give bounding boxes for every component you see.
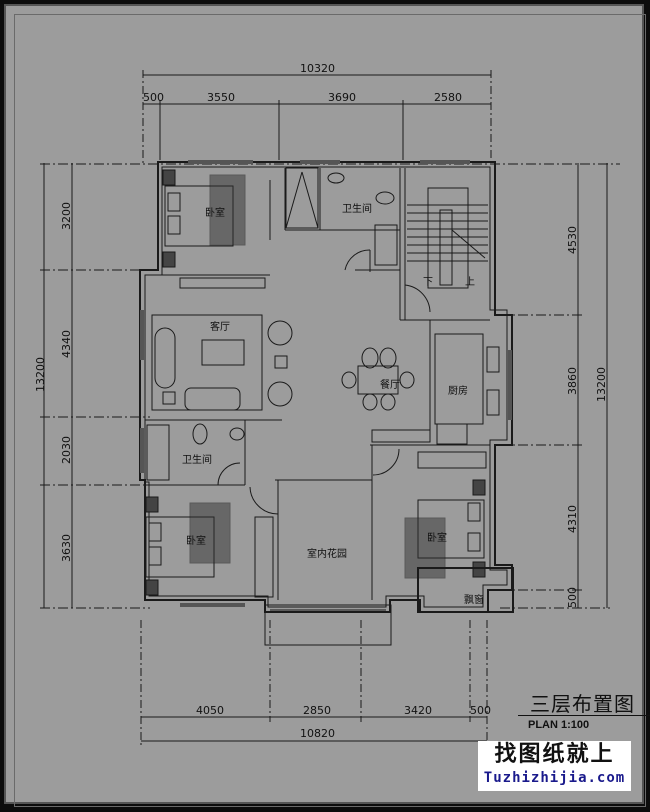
bed-se: [404, 479, 486, 579]
dim-left-1: 3200: [60, 202, 73, 230]
dim-bottom-3: 3420: [404, 704, 432, 717]
stair-down-label: 下: [423, 277, 433, 288]
right-dimension-lines: [500, 163, 610, 609]
living-furniture: [151, 277, 293, 411]
room-label-dining: 餐厅: [380, 378, 400, 391]
dim-right-1: 4530: [566, 226, 579, 254]
bed-sw: [145, 496, 231, 596]
dim-top-1: 500: [143, 91, 164, 104]
bay-window: [417, 567, 514, 613]
room-label-bathroom-n: 卫生间: [342, 202, 372, 215]
drawing-inner-border: [14, 14, 646, 807]
watermark-badge: 找图纸就上 Tuzhizhijia.com: [478, 741, 631, 791]
room-label-bedroom-sw: 卧室: [186, 534, 206, 547]
watermark-url: Tuzhizhijia.com: [483, 770, 626, 786]
balcony-rail: [264, 604, 392, 646]
dim-top-2: 3550: [207, 91, 235, 104]
dim-right-3: 4310: [566, 505, 579, 533]
top-dimension-lines: [40, 70, 620, 165]
stair-up-label: 上: [465, 276, 475, 288]
drawing-title: 三层布置图: [530, 692, 635, 716]
dim-top-total: 10320: [300, 62, 335, 75]
staircase: [407, 187, 488, 289]
dim-left-3: 2030: [60, 436, 73, 464]
dim-bottom-2: 2850: [303, 704, 331, 717]
title-underline: [518, 715, 650, 716]
dim-left-total: 13200: [34, 357, 47, 392]
dim-top-3: 3690: [328, 91, 356, 104]
dim-bottom-1: 4050: [196, 704, 224, 717]
interior-walls: [145, 168, 490, 600]
bathroom-fixtures: [146, 167, 395, 481]
bottom-dimension-lines: [140, 620, 488, 745]
watermark-cn: 找图纸就上: [494, 742, 615, 767]
dim-top-4: 2580: [434, 91, 462, 104]
dim-right-4: 500: [566, 587, 579, 608]
left-dimension-lines: [40, 163, 150, 609]
dining-table: [341, 347, 415, 411]
drawing-frame: [4, 4, 646, 807]
dim-right-total: 13200: [595, 367, 608, 402]
dim-left-2: 4340: [60, 330, 73, 358]
doors: [217, 249, 431, 515]
dim-right-2: 3860: [566, 367, 579, 395]
room-label-bedroom-se: 卧室: [427, 531, 447, 544]
room-label-living: 客厅: [210, 320, 230, 333]
kitchen-counter: [434, 333, 500, 445]
wardrobes: [254, 224, 487, 598]
bed-nw: [162, 169, 246, 268]
room-label-kitchen: 厨房: [448, 384, 468, 397]
dim-bottom-4: 500: [470, 704, 491, 717]
room-label-bathroom-w: 卫生间: [182, 453, 212, 466]
dim-left-4: 3630: [60, 534, 73, 562]
dim-bottom-total: 10820: [300, 727, 335, 740]
room-label-bedroom-nw: 卧室: [205, 206, 225, 219]
room-label-bay-window: 飘窗: [464, 593, 484, 606]
room-label-garden: 室内花园: [307, 547, 347, 560]
scale-label: PLAN 1:100: [528, 719, 590, 731]
